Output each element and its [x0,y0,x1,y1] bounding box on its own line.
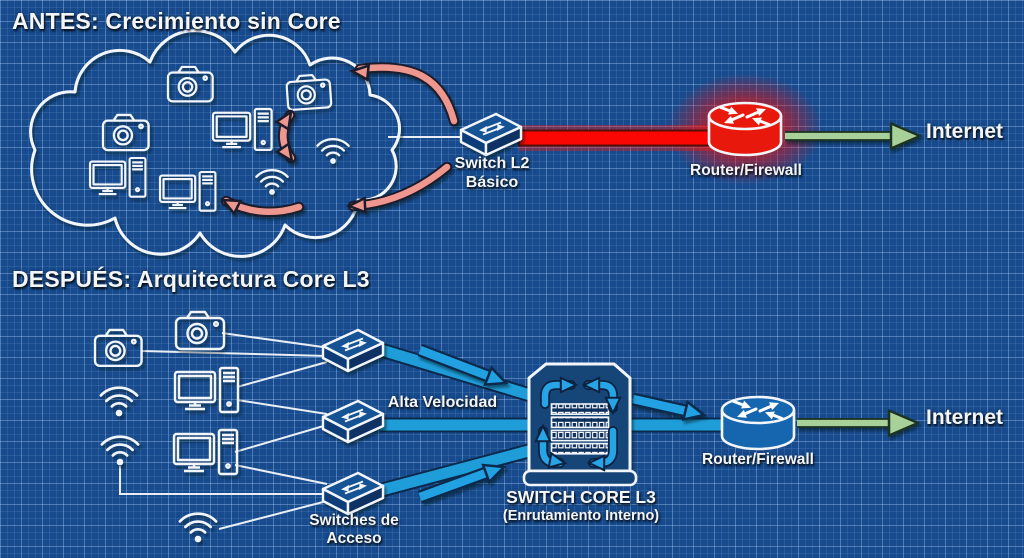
highspeed-links [375,341,745,499]
highspeed-arrows [417,343,708,504]
highspeed-arrow [631,392,708,426]
before-section [29,29,922,258]
network-cloud [29,29,401,258]
desktop-pc-icon [211,107,273,152]
chaos-arrow-double [275,107,299,167]
wifi-icon [255,169,289,196]
router-firewall-icon-after [722,397,794,449]
router-firewall-label-after: Router/Firewall [702,451,814,468]
access-link-lines [119,332,331,530]
wifi-icon [316,138,350,165]
chaos-arrow [350,62,460,127]
access-switch-icon [321,471,385,516]
chaos-arrow [347,161,453,215]
switch-l2-icon [459,112,523,157]
internet-arrowhead [887,409,920,437]
router-firewall-label-before: Router/Firewall [690,162,802,179]
desktop-pc-icon [158,170,217,212]
desktop-pc-icon [173,366,240,414]
alta-velocidad-label: Alta Velocidad [387,394,498,411]
wifi-icon [99,386,139,418]
camera-icon [166,65,214,103]
after-section [93,310,920,544]
core-switch-label: SWITCH CORE L3 (Enrutamiento Interno) [502,487,660,524]
camera-icon [101,113,150,152]
highspeed-arrow [417,343,511,393]
camera-icon [284,72,333,112]
internet-link-after [797,409,920,437]
camera-icon [93,328,143,368]
internet-label-after: Internet [926,406,1004,429]
wifi-icon [178,512,218,544]
access-switch-icon [321,399,385,444]
access-switches-label: Switches de Acceso [309,512,399,548]
chaos-arrow [218,192,305,217]
internet-link-before [785,122,922,150]
wifi-icon [100,435,140,467]
desktop-pc-icon [88,156,147,198]
core-switch-icon [522,362,638,487]
internet-label-before: Internet [926,120,1004,143]
camera-icon [174,310,226,351]
access-switch-icon [321,328,385,373]
before-title: ANTES: Crecimiento sin Core [12,8,341,34]
internal-routing-arrows [534,376,622,472]
chaos-arrows [218,62,460,217]
switch-l2-label: Switch L2 Básico [454,155,530,191]
congested-link [518,129,720,147]
desktop-pc-icon [172,428,239,476]
router-firewall-icon-before [709,103,781,155]
internet-arrowhead [889,122,922,150]
after-title: DESPUÉS: Arquitectura Core L3 [12,266,370,292]
core-switch-base [522,469,638,487]
core-switch-ports [550,403,610,455]
highspeed-arrow [417,457,509,504]
